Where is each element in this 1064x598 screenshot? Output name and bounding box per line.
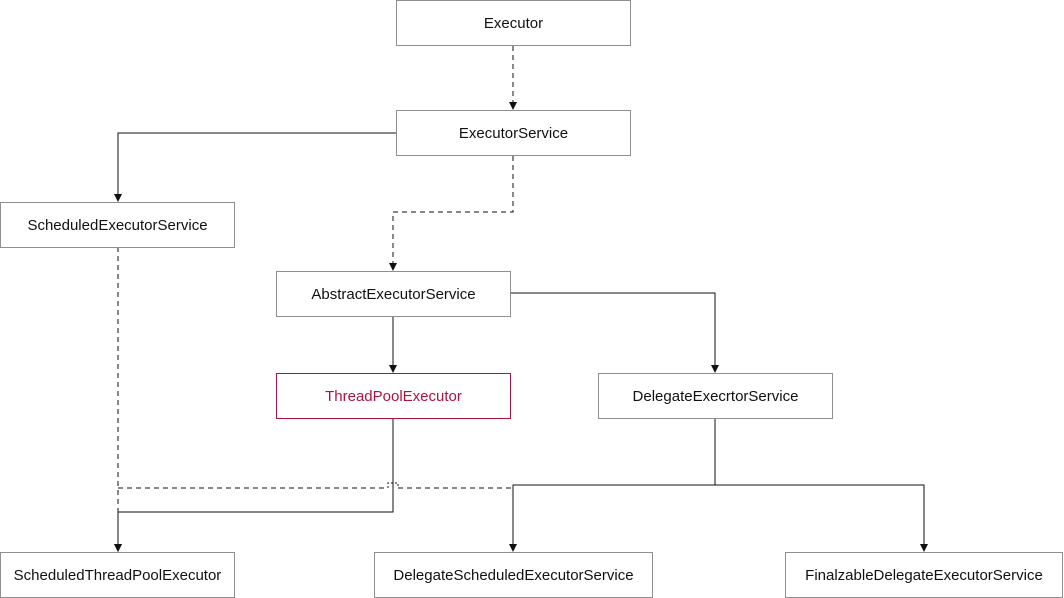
executor-service-node: ExecutorService xyxy=(396,110,631,156)
thread-pool-executor-node: ThreadPoolExecutor xyxy=(276,373,511,419)
edge-delegateexecutorservice-finalizabledelegateexecutorservice xyxy=(715,484,928,552)
scheduled-thread-pool-executor-node: ScheduledThreadPoolExecutor xyxy=(0,552,235,598)
edge-executorservice-scheduledexecutorservice xyxy=(114,132,396,202)
finalizable-delegate-executor-service-node: FinalzableDelegateExecutorService xyxy=(785,552,1063,598)
delegate-executor-service-node: DelegateExecrtorService xyxy=(598,373,833,419)
delegate-scheduled-executor-service-node: DelegateScheduledExecutorService xyxy=(374,552,653,598)
executor-node: Executor xyxy=(396,0,631,46)
abstract-executor-service-node: AbstractExecutorService xyxy=(276,271,511,317)
scheduled-executor-service-node: ScheduledExecutorService xyxy=(0,202,235,248)
edge-delegateexecutorservice-delegatescheduledexecutorservice xyxy=(509,419,716,552)
edge-abstractexecutorservice-delegateexecutorservice xyxy=(510,292,719,373)
edge-executorservice-abstractexecutorservice xyxy=(389,156,514,271)
edge-threadpoolexecutor-scheduledthreadpoolexecutor xyxy=(114,419,394,552)
